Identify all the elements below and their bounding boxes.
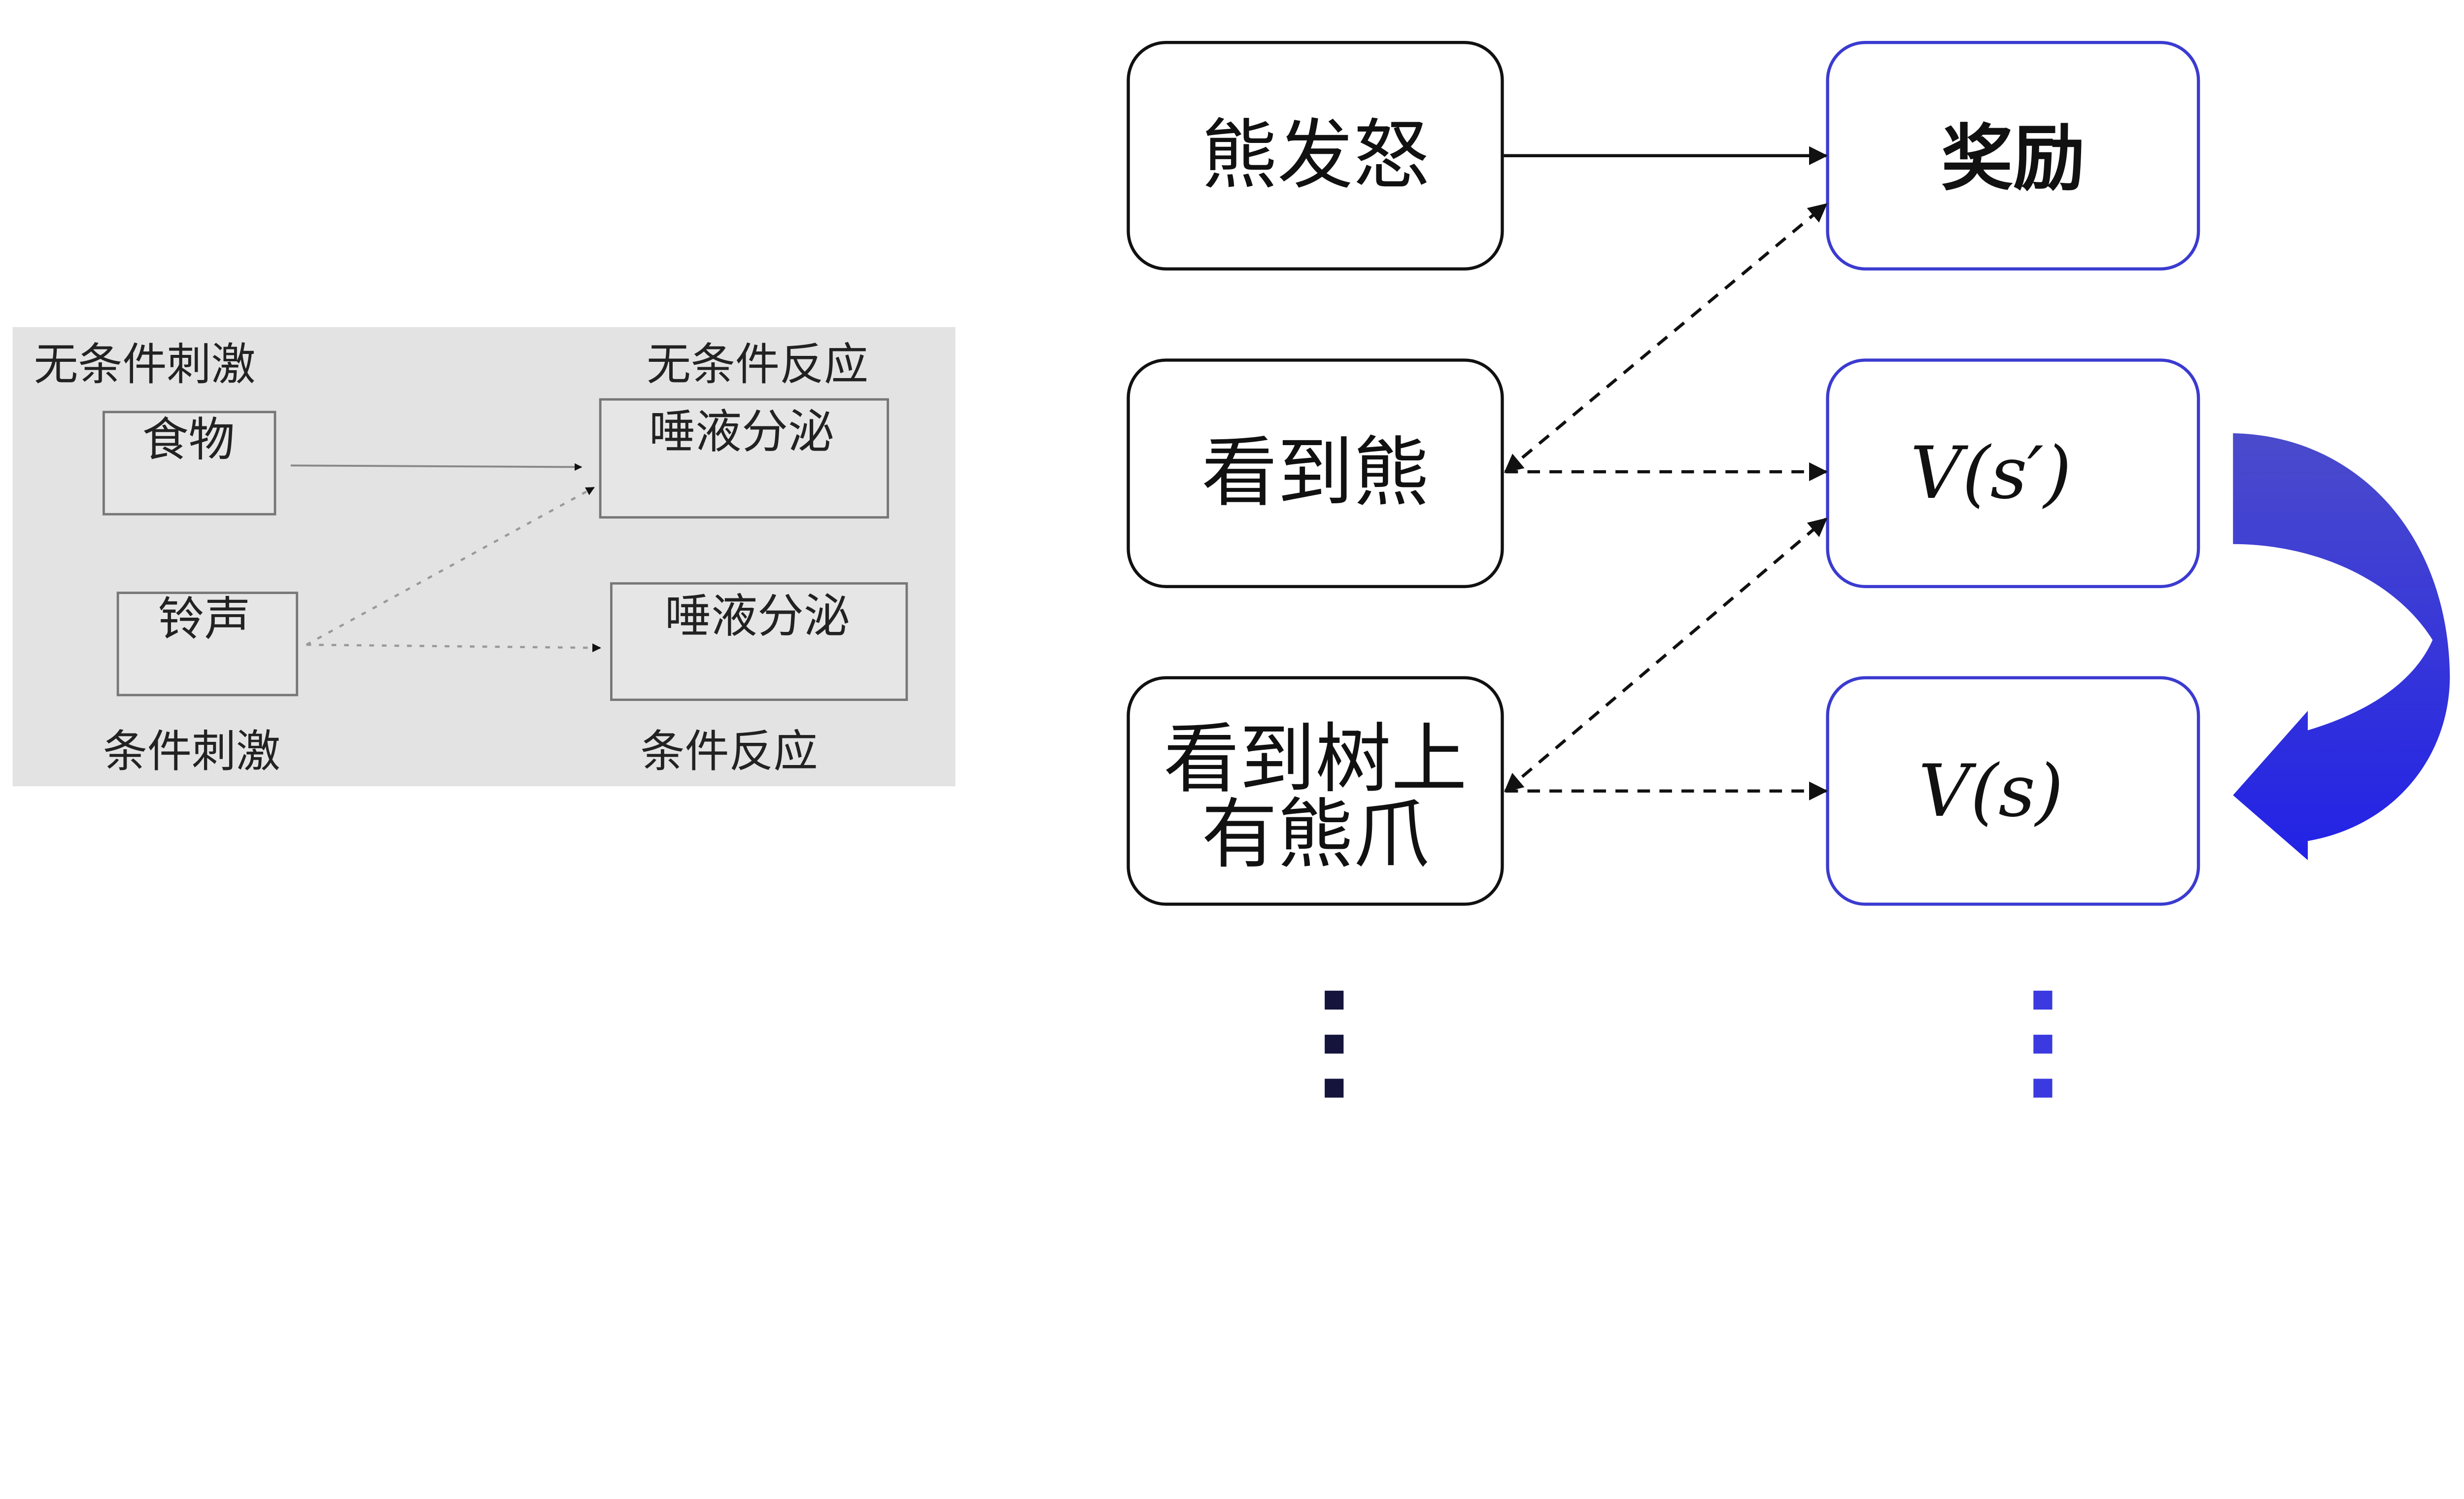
arrow-bell-to-unconditioned-salivation xyxy=(306,486,595,646)
continuation-dots-left xyxy=(1325,990,1344,1098)
value-diagram xyxy=(1127,40,2450,1098)
dot xyxy=(2033,1035,2053,1054)
box-bear-angry-label: 熊发怒 xyxy=(1201,111,1430,200)
label-unconditioned-stimulus: 无条件刺激 xyxy=(34,339,256,391)
label-unconditioned-response: 无条件反应 xyxy=(647,339,868,391)
box-food xyxy=(103,411,276,516)
curved-update-arrow-icon xyxy=(2233,433,2450,861)
box-salivation-conditioned-label: 唾液分泌 xyxy=(664,589,851,643)
box-salivation-unconditioned xyxy=(599,398,890,519)
box-value-next-state-label: V(s′) xyxy=(1910,431,2072,516)
box-value-state-label: V(s) xyxy=(1918,749,2064,833)
arrow-claw-marks-value-next xyxy=(1504,518,1828,793)
box-salivation-conditioned xyxy=(610,582,908,701)
box-see-claw-marks-line2: 有熊爪 xyxy=(1201,790,1430,879)
continuation-dots-right xyxy=(2033,990,2053,1098)
arrow-see-bear-reward xyxy=(1504,203,1828,473)
box-salivation-unconditioned-label: 唾液分泌 xyxy=(649,405,835,459)
box-bell-label: 铃声 xyxy=(158,592,251,646)
label-conditioned-stimulus: 条件刺激 xyxy=(103,725,280,777)
diagram-shapes xyxy=(12,40,2450,1098)
box-see-bear-label: 看到熊 xyxy=(1201,429,1430,518)
dot xyxy=(1325,1035,1344,1054)
box-reward-label: 奖励 xyxy=(1941,117,2085,201)
arrow-food-to-salivation xyxy=(290,463,582,471)
dot xyxy=(1325,1079,1344,1098)
conditioning-background xyxy=(12,327,956,787)
conditioning-diagram xyxy=(12,327,956,787)
box-see-claw-marks-line1: 看到树上 xyxy=(1163,715,1468,803)
box-see-bear xyxy=(1127,358,1504,589)
box-food-label: 食物 xyxy=(142,413,235,467)
dot xyxy=(1325,990,1344,1010)
label-conditioned-response: 条件反应 xyxy=(640,725,818,777)
box-see-claw-marks xyxy=(1127,676,1504,906)
diagram-canvas: 无条件刺激 无条件反应 条件刺激 条件反应 食物 铃声 唾液分泌 唾液分泌 熊发… xyxy=(12,40,2450,1098)
box-bear-angry xyxy=(1127,40,1504,271)
box-bell xyxy=(116,592,299,697)
dot xyxy=(2033,990,2053,1010)
dot xyxy=(2033,1079,2053,1098)
